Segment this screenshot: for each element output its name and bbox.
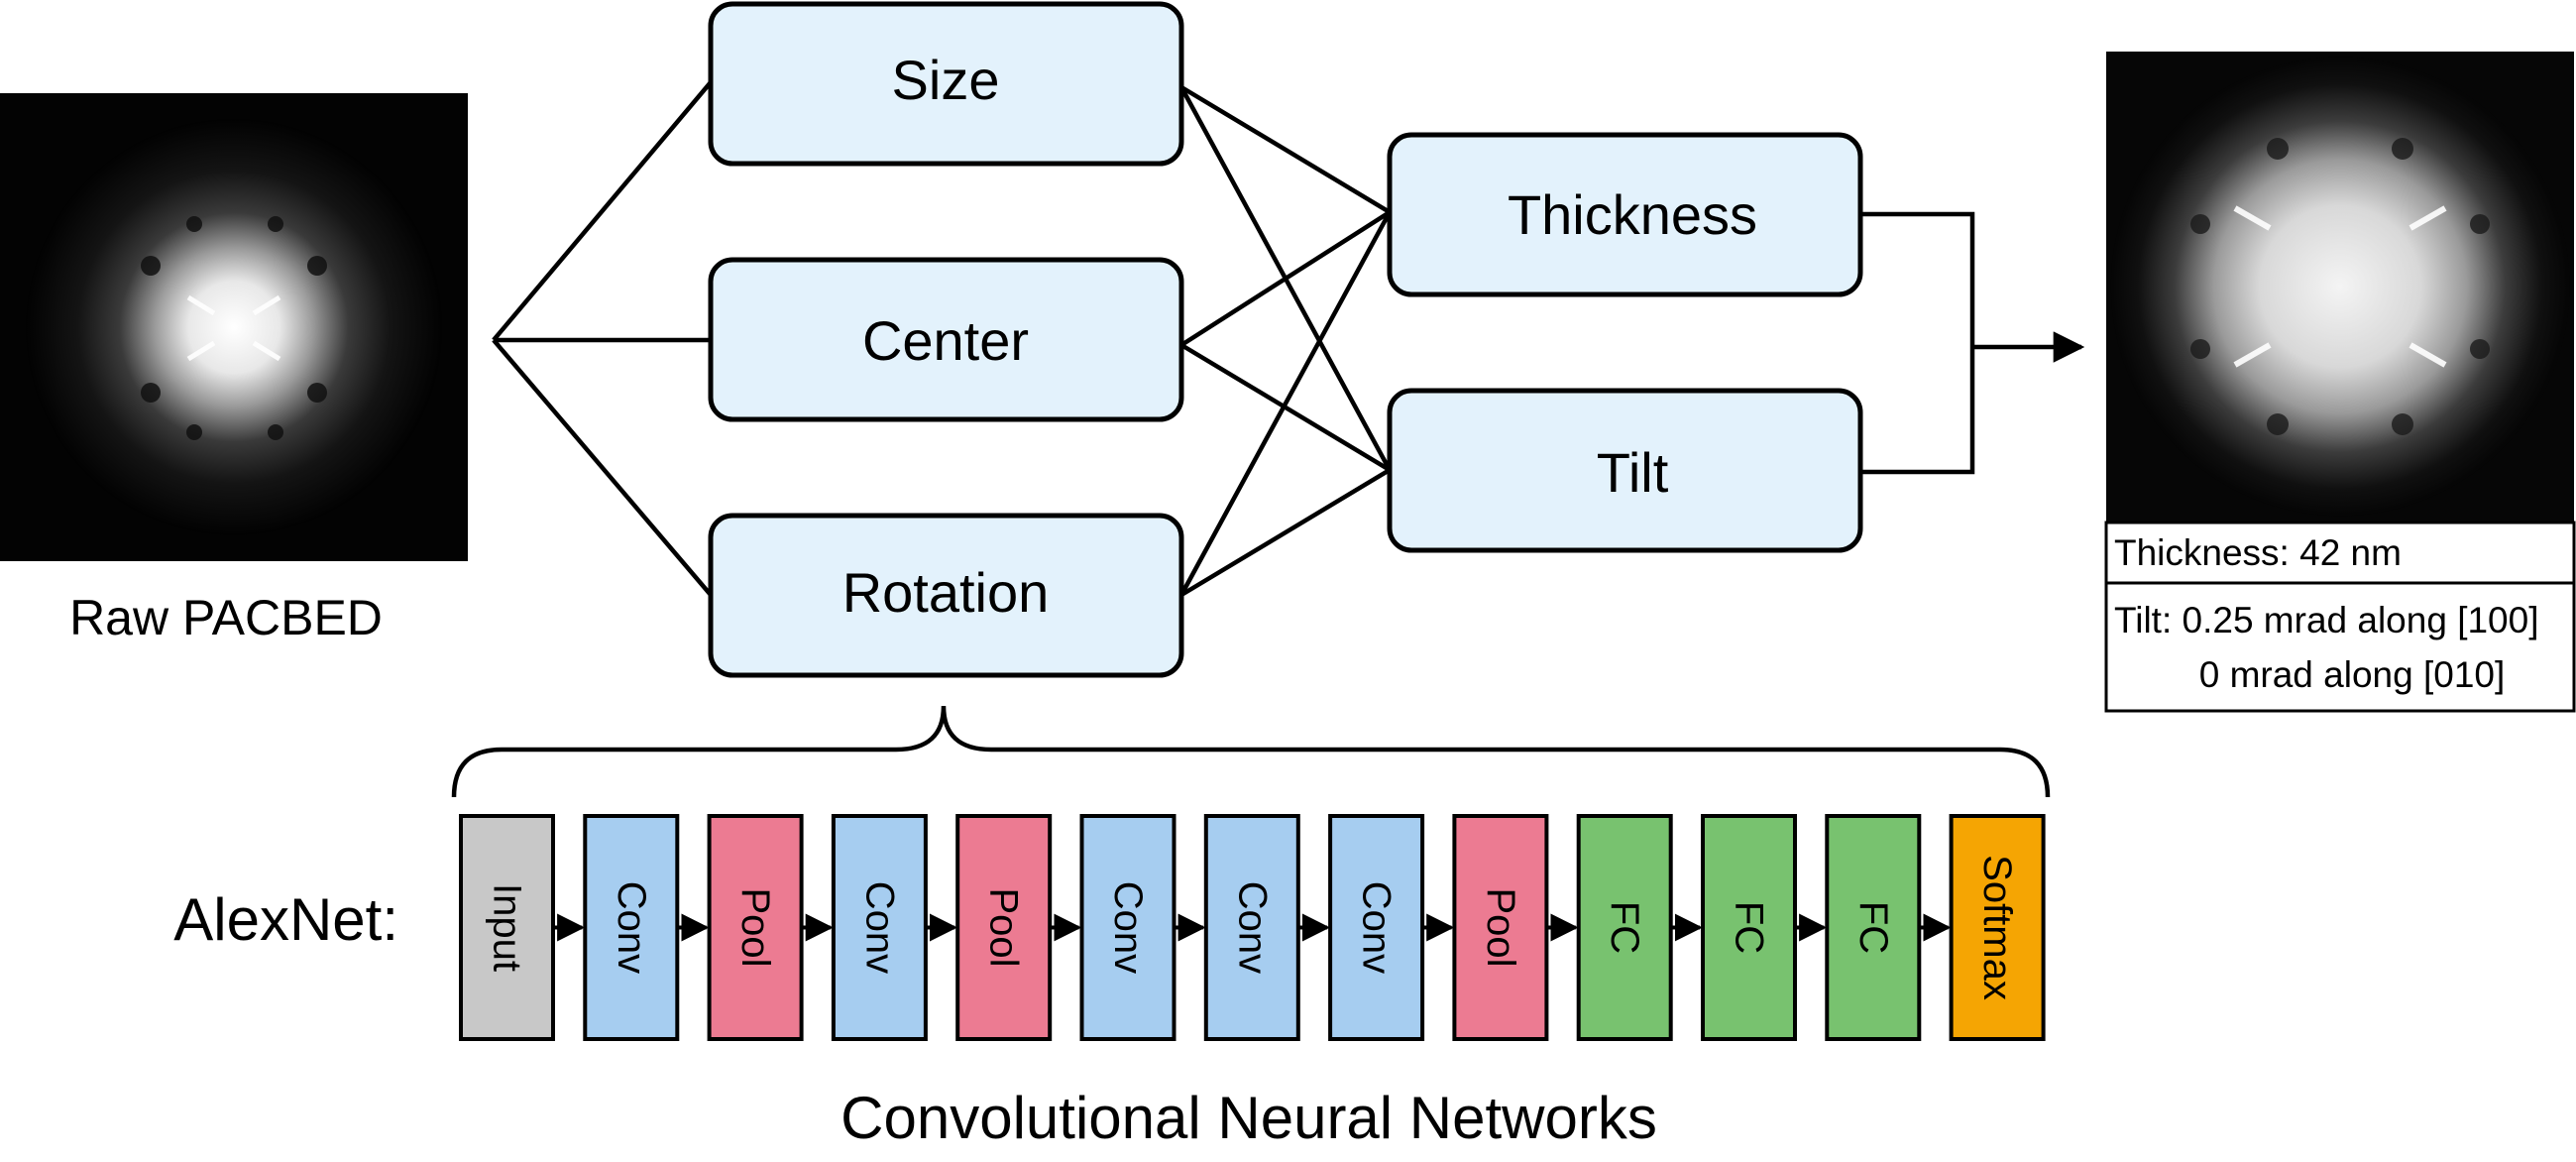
layer-2-conv: Conv — [583, 814, 680, 1041]
node-tilt: Tilt — [1387, 388, 1863, 553]
layer-13-label: Softmax — [1975, 855, 2019, 1000]
node-tilt-label: Tilt — [1597, 441, 1669, 504]
layer-4-label: Conv — [857, 881, 901, 974]
layer-13-softmax: Softmax — [1949, 814, 2046, 1041]
layer-6-conv: Conv — [1079, 814, 1176, 1041]
input-fanout — [492, 80, 713, 597]
layer-7-conv: Conv — [1203, 814, 1300, 1041]
alexnet-label: AlexNet: — [173, 886, 398, 953]
result-tilt-text-1: Tilt: 0.25 mrad along [100] — [2114, 600, 2538, 640]
node-center-label: Center — [862, 309, 1029, 372]
node-rotation: Rotation — [708, 513, 1184, 678]
node-size-label: Size — [892, 49, 1000, 111]
output-merge — [1860, 211, 2085, 475]
layer-9-label: Pool — [1479, 887, 1522, 967]
layer-11-label: FC — [1728, 901, 1771, 954]
alexnet-brace — [451, 705, 2051, 798]
layer-10-label: FC — [1603, 901, 1646, 954]
node-thickness-label: Thickness — [1508, 183, 1757, 246]
node-thickness: Thickness — [1387, 132, 1863, 297]
layer-7-label: Conv — [1230, 881, 1274, 974]
node-center: Center — [708, 257, 1184, 422]
layer-9-pool: Pool — [1452, 814, 1549, 1041]
layer-8-conv: Conv — [1328, 814, 1425, 1041]
node-size: Size — [708, 1, 1184, 167]
result-thickness-text: Thickness: 42 nm — [2114, 532, 2402, 573]
raw-pacbed-caption: Raw PACBED — [69, 590, 383, 645]
result-tilt-text-2: 0 mrad along [010] — [2199, 654, 2506, 695]
layer-10-fc: FC — [1576, 814, 1673, 1041]
layer-3-pool: Pool — [707, 814, 804, 1041]
layer-6-label: Conv — [1106, 881, 1150, 974]
parameter-output-connections — [1179, 85, 1392, 597]
layer-12-fc: FC — [1825, 814, 1922, 1041]
layer-1-input: Input — [459, 814, 555, 1041]
raw-pacbed-image — [0, 93, 468, 561]
alexnet-caption: Convolutional Neural Networks — [840, 1085, 1657, 1151]
result-pacbed-image — [2106, 52, 2574, 523]
layer-11-fc: FC — [1701, 814, 1797, 1041]
node-rotation-label: Rotation — [842, 561, 1050, 624]
layer-2-label: Conv — [610, 881, 653, 974]
layer-5-pool: Pool — [955, 814, 1053, 1041]
layer-1-label: Input — [486, 883, 529, 972]
alexnet-layer-row: Input Conv Pool Conv Pool Conv Conv Conv Pool FC F… — [459, 814, 2046, 1041]
layer-8-label: Conv — [1355, 881, 1399, 974]
result-table: Thickness: 42 nm Tilt: 0.25 mrad along [… — [2104, 521, 2576, 713]
layer-3-label: Pool — [733, 887, 777, 967]
layer-4-conv: Conv — [831, 814, 928, 1041]
layer-12-label: FC — [1851, 901, 1895, 954]
layer-5-label: Pool — [982, 887, 1026, 967]
